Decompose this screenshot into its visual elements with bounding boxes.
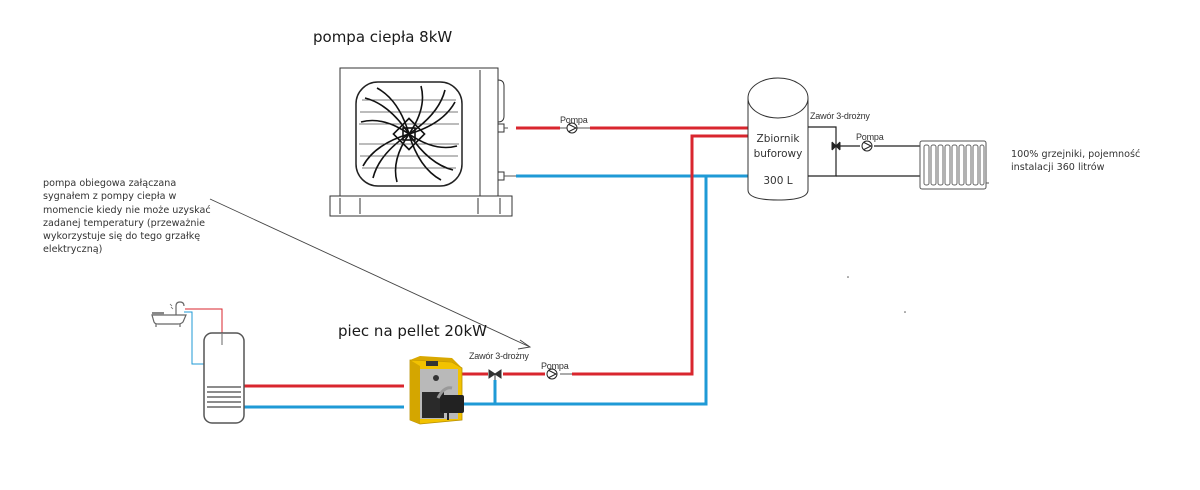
pellet-boiler-title: piec na pellet 20kW [338,322,487,340]
radiator-note-line2: instalacji 360 litrów [1011,162,1105,174]
annotation-arrow [209,198,532,350]
heat-pump-unit [329,67,513,217]
buffer-tank-capacity: 300 L [763,175,793,187]
radiator-note-line1: 100% grzejniki, pojemność [1011,149,1141,160]
buffer-tank-name-line2: buforowy [753,148,803,160]
radiator-pump-label: Pompa [856,132,884,142]
buffer-tank-label: Zbiornik buforowy [750,132,806,162]
boiler-return-pipe [462,176,708,406]
heat-pump-pump-label: Pompa [560,115,588,125]
annotation-note: pompa obiegowa załączana sygnałem z pomp… [43,178,211,256]
pipes [184,126,748,409]
pump-icon [861,140,873,152]
bathtub-icon [151,301,187,327]
buffer-tank-name-line1: Zbiornik [756,133,800,145]
pump-icon [546,368,558,380]
heat-pump-title: pompa ciepła 8kW [313,28,453,46]
pellet-boiler [409,356,464,425]
buffer-tank [747,77,809,201]
radiator-note: 100% grzejniki, pojemność instalacji 360… [1011,148,1140,175]
radiator-icon [919,140,989,190]
fan-icon [360,85,458,183]
pump-icon [566,122,578,134]
radiator-valve-label: Zawór 3-drożny [810,111,870,121]
boiler-valve-label: Zawór 3-drożny [469,351,529,361]
three-way-valve-icon [488,369,502,380]
dhw-tank [203,332,245,424]
boiler-pump-label: Pompa [541,361,569,371]
three-way-valve-icon [831,141,841,151]
boiler-supply-pipe [572,134,748,376]
